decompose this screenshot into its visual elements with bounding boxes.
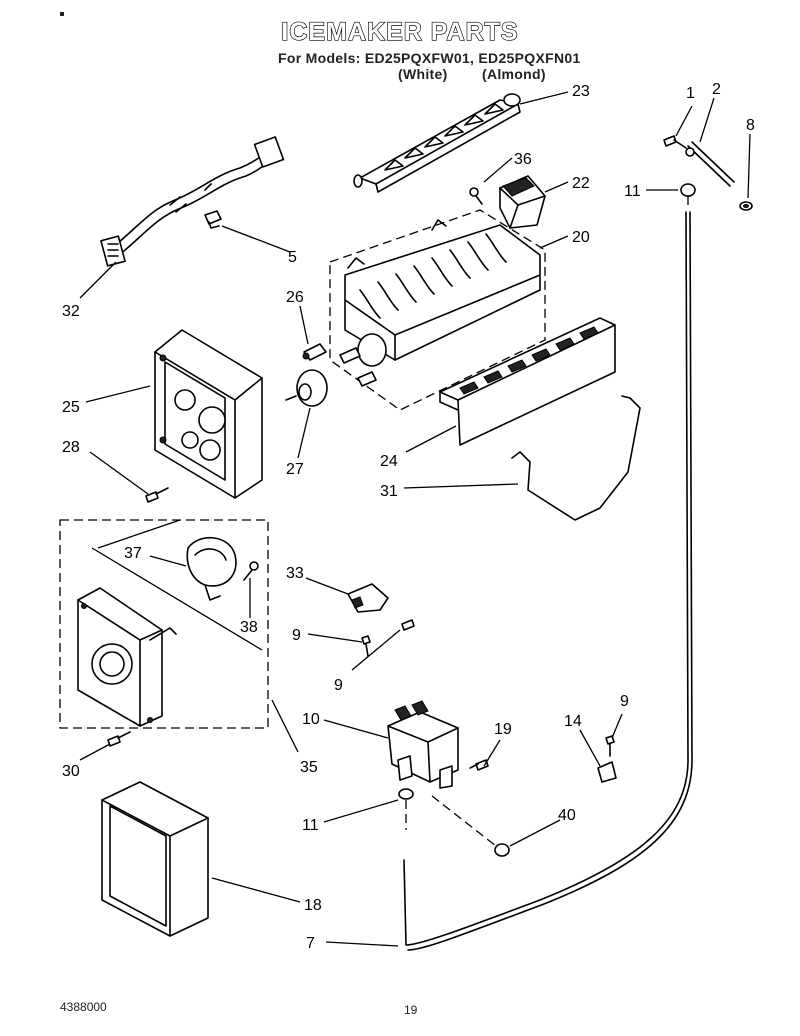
- bin-part-18: [101, 781, 209, 937]
- stripper-part-23: [353, 93, 521, 193]
- models-line: For Models: ED25PQXFW01, ED25PQXFN01: [278, 50, 581, 66]
- corner-mark: [60, 12, 64, 16]
- callout-7: 7: [306, 935, 315, 952]
- callout-11-upper: 11: [624, 183, 641, 200]
- callout-20: 20: [572, 229, 590, 246]
- callout-40: 40: [558, 807, 576, 824]
- screw-part-19: [469, 759, 489, 771]
- callout-10: 10: [302, 711, 320, 728]
- screw-part-36: [469, 187, 483, 205]
- washer-part-8: [739, 201, 753, 211]
- nut-part-11-lower: [398, 788, 414, 830]
- callout-31: 31: [380, 483, 398, 500]
- callout-28: 28: [62, 439, 80, 456]
- control-assembly-part-35: [59, 519, 269, 729]
- ice-mold-part-20: [329, 209, 546, 411]
- callout-27: 27: [286, 461, 304, 478]
- callout-1: 1: [686, 85, 695, 102]
- callout-19: 19: [494, 721, 512, 738]
- clip-part-5: [204, 210, 222, 229]
- clamp-part-14: [597, 761, 617, 783]
- callout-8: 8: [746, 117, 755, 134]
- shutoff-arm-part-31: [511, 395, 641, 521]
- bracket-part-33: [347, 583, 389, 613]
- variant-white: (White): [398, 66, 448, 82]
- clip-part-26: [302, 343, 327, 361]
- callout-26: 26: [286, 289, 304, 306]
- callout-22: 22: [572, 175, 590, 192]
- callout-30: 30: [62, 763, 80, 780]
- callout-labels: 23 36 22 20 5 32 26 25 27 28 24 31 37 38…: [62, 81, 755, 952]
- variant-almond: (Almond): [482, 66, 546, 82]
- doc-number: 4388000: [60, 1000, 107, 1014]
- callout-35: 35: [300, 759, 318, 776]
- callout-11-lower: 11: [302, 817, 319, 834]
- callout-33: 33: [286, 565, 304, 582]
- callout-2: 2: [712, 81, 721, 98]
- callout-18: 18: [304, 897, 322, 914]
- callout-9b: 9: [334, 677, 343, 694]
- control-housing-part-25: [154, 329, 263, 499]
- callout-14: 14: [564, 713, 582, 730]
- leader-lines: [79, 91, 751, 947]
- water-valve-part-10: [387, 700, 459, 789]
- fitting-part-1: [663, 135, 687, 149]
- nut-part-11-upper: [680, 183, 696, 210]
- screw-part-38: [243, 561, 259, 581]
- callout-25: 25: [62, 399, 80, 416]
- callout-32: 32: [62, 303, 80, 320]
- wiring-harness-part-32: [100, 136, 285, 267]
- callout-38: 38: [240, 619, 258, 636]
- page-number: 19: [404, 1003, 418, 1017]
- screw-part-9a: [361, 635, 371, 657]
- callout-9c: 9: [620, 693, 629, 710]
- water-tube-part-7: [403, 211, 693, 951]
- callout-5: 5: [288, 249, 297, 266]
- motor-part-27: [285, 369, 328, 407]
- screw-part-9b: [401, 619, 415, 631]
- motor-part-37: [186, 536, 237, 601]
- screw-part-30: [107, 731, 131, 747]
- callout-36: 36: [514, 151, 532, 168]
- callout-23: 23: [572, 83, 590, 100]
- callout-9a: 9: [292, 627, 301, 644]
- cover-part-22: [499, 175, 546, 229]
- screw-part-9c: [605, 735, 615, 757]
- front-cover-part-24: [439, 317, 616, 446]
- callout-37: 37: [124, 545, 142, 562]
- nut-part-40: [431, 795, 510, 857]
- callout-24: 24: [380, 453, 398, 470]
- tube-part-2: [685, 141, 735, 187]
- screw-part-28: [145, 487, 169, 503]
- page-title: ICEMAKER PARTS: [281, 17, 519, 46]
